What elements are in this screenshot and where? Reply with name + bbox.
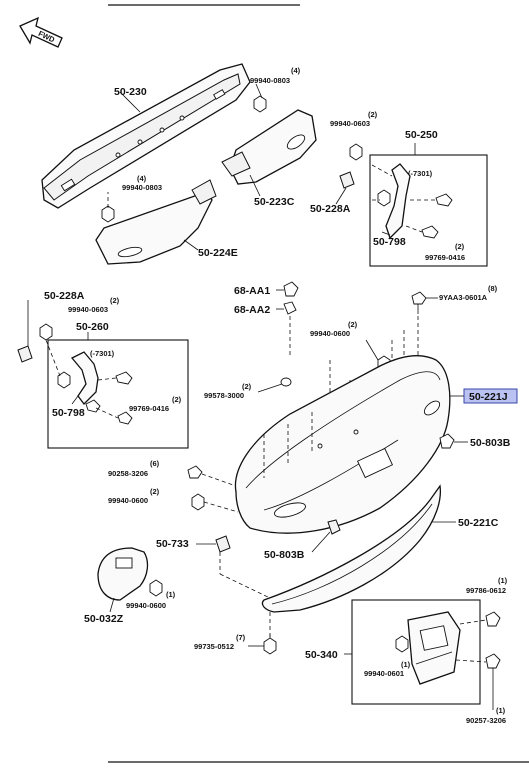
label-50-224E: 50-224E bbox=[198, 247, 238, 259]
label-99786-0612: 99786-0612 bbox=[466, 586, 506, 595]
label-50-032Z: 50-032Z bbox=[84, 613, 124, 625]
serial-note-right: (-7301) bbox=[408, 169, 433, 178]
label-50-260: 50-260 bbox=[76, 321, 109, 333]
svg-text:(1): (1) bbox=[496, 706, 506, 715]
label-50-223C: 50-223C bbox=[254, 196, 295, 208]
label-99769-0416-b: 99769-0416 bbox=[129, 404, 169, 413]
bracket-box-left bbox=[47, 339, 189, 449]
serial-note-left: (-7301) bbox=[90, 349, 115, 358]
label-99940-0803-b: 99940-0803 bbox=[122, 183, 162, 192]
label-68-AA2: 68-AA2 bbox=[234, 304, 270, 316]
nut-icon bbox=[101, 205, 115, 223]
svg-text:(6): (6) bbox=[150, 459, 160, 468]
label-99735-0512: 99735-0512 bbox=[194, 642, 234, 651]
svg-text:(7): (7) bbox=[236, 633, 246, 642]
side-bracket-left bbox=[70, 351, 99, 405]
clip-icon bbox=[283, 301, 297, 315]
side-bracket-right bbox=[385, 163, 411, 240]
svg-text:(2): (2) bbox=[242, 382, 252, 391]
label-50-798-left: 50-798 bbox=[52, 407, 85, 419]
svg-text:(1): (1) bbox=[166, 590, 176, 599]
svg-text:(2): (2) bbox=[348, 320, 358, 329]
label-50-733: 50-733 bbox=[156, 538, 189, 550]
screw-icon bbox=[411, 291, 427, 314]
label-99940-0600-a: 99940-0600 bbox=[310, 329, 350, 338]
clip-icon bbox=[327, 519, 341, 535]
license-bracket-box bbox=[351, 599, 481, 705]
bumper-absorber-left bbox=[95, 179, 217, 265]
svg-text:(4): (4) bbox=[291, 66, 301, 75]
label-50-340: 50-340 bbox=[305, 649, 338, 661]
clip-icon bbox=[17, 345, 33, 363]
lower-bumper-panel bbox=[261, 484, 442, 613]
label-90257-3206: 90257-3206 bbox=[466, 716, 506, 725]
label-99940-0603-b: 99940-0603 bbox=[68, 305, 108, 314]
svg-text:(4): (4) bbox=[137, 174, 147, 183]
label-99940-0803-a: 99940-0803 bbox=[250, 76, 290, 85]
nut-icon bbox=[253, 95, 267, 113]
clip-icon bbox=[339, 171, 355, 189]
label-50-221C: 50-221C bbox=[458, 517, 499, 529]
svg-text:(1): (1) bbox=[401, 660, 411, 669]
label-68-AA1: 68-AA1 bbox=[234, 285, 270, 297]
svg-text:(1): (1) bbox=[498, 576, 508, 585]
label-50-228A-top: 50-228A bbox=[310, 203, 351, 215]
bumper-absorber-right bbox=[221, 109, 317, 185]
svg-text:(8): (8) bbox=[488, 284, 498, 293]
rear-bumper-cover bbox=[234, 355, 451, 534]
clip-icon bbox=[439, 433, 455, 449]
screw-icon bbox=[263, 634, 277, 655]
license-plate-bracket bbox=[407, 611, 461, 685]
label-99578-3000: 99578-3000 bbox=[204, 391, 244, 400]
fwd-arrow-icon: FWD bbox=[19, 16, 63, 48]
bracket-box-right bbox=[369, 154, 488, 267]
label-50-803B-right: 50-803B bbox=[470, 437, 511, 449]
svg-text:(2): (2) bbox=[110, 296, 120, 305]
label-50-230: 50-230 bbox=[114, 86, 147, 98]
svg-text:(2): (2) bbox=[368, 110, 378, 119]
svg-text:(2): (2) bbox=[150, 487, 160, 496]
label-99769-0416-a: 99769-0416 bbox=[425, 253, 465, 262]
mud-flap-bracket bbox=[97, 547, 149, 601]
label-90258-3206: 90258-3206 bbox=[108, 469, 148, 478]
bumper-reinforcement bbox=[41, 63, 251, 209]
label-9YAA3-0601A: 9YAA3-0601A bbox=[439, 293, 488, 302]
svg-text:(2): (2) bbox=[455, 242, 465, 251]
label-99940-0600-c: 99940-0600 bbox=[126, 601, 166, 610]
label-50-798-right: 50-798 bbox=[373, 236, 406, 248]
label-99940-0600-b: 99940-0600 bbox=[108, 496, 148, 505]
svg-text:(2): (2) bbox=[172, 395, 182, 404]
label-50-228A-left: 50-228A bbox=[44, 290, 85, 302]
label-50-250: 50-250 bbox=[405, 129, 438, 141]
label-99940-0601: 99940-0601 bbox=[364, 669, 404, 678]
clip-icon bbox=[215, 535, 231, 553]
label-50-803B-bottom: 50-803B bbox=[264, 549, 305, 561]
clip-icon bbox=[283, 281, 299, 297]
grommet-icon bbox=[280, 377, 292, 387]
label-50-221J: 50-221J bbox=[469, 391, 508, 403]
label-99940-0603-a: 99940-0603 bbox=[330, 119, 370, 128]
